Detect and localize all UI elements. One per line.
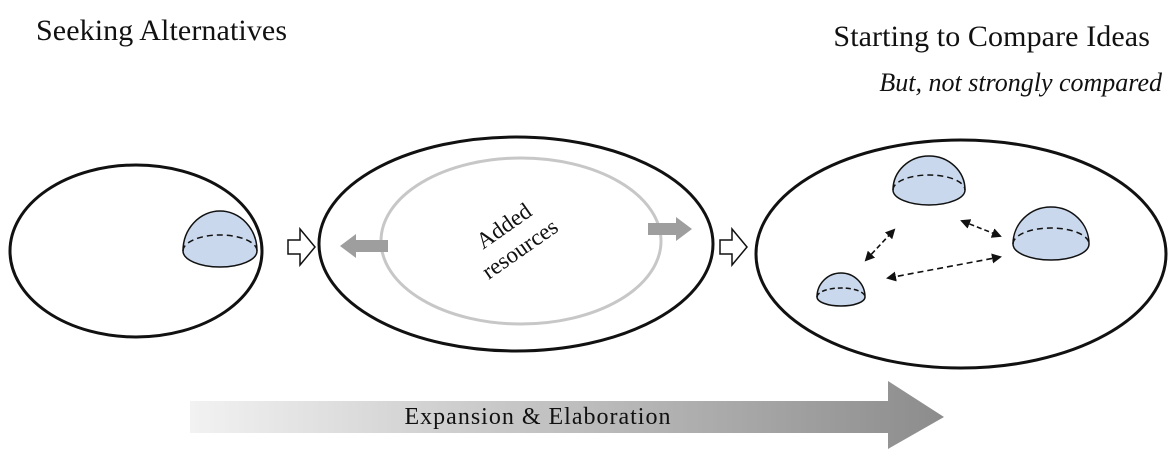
expansion-arrow: Expansion & Elaboration <box>190 381 944 449</box>
hemisphere-icon <box>892 155 966 206</box>
double-headed-dashed-arrow-icon <box>886 253 1002 282</box>
left-stage <box>8 163 264 339</box>
right-stage <box>754 138 1168 370</box>
middle-outer-ellipse <box>317 135 715 353</box>
added-resources-label: Added resources <box>472 198 563 284</box>
right-title: Starting to Compare Ideas <box>833 20 1150 53</box>
hollow-right-arrow-icon <box>287 226 316 268</box>
hemisphere-icon <box>182 210 258 268</box>
double-headed-dashed-arrow-icon <box>864 228 896 262</box>
grey-right-arrow-icon <box>648 217 692 241</box>
left-outer-ellipse <box>8 163 264 339</box>
right-subtitle: But, not strongly compared <box>879 68 1162 97</box>
hemisphere-icon <box>1012 206 1090 261</box>
grey-left-arrow-icon <box>340 234 388 258</box>
right-outer-ellipse <box>754 138 1168 370</box>
left-title: Seeking Alternatives <box>36 14 288 47</box>
expansion-label: Expansion & Elaboration <box>405 404 672 430</box>
hemisphere-icon <box>816 272 866 307</box>
double-headed-dashed-arrow-icon <box>960 219 1002 238</box>
hollow-right-arrow-icon <box>719 226 748 268</box>
middle-stage: Added resources <box>317 135 715 353</box>
